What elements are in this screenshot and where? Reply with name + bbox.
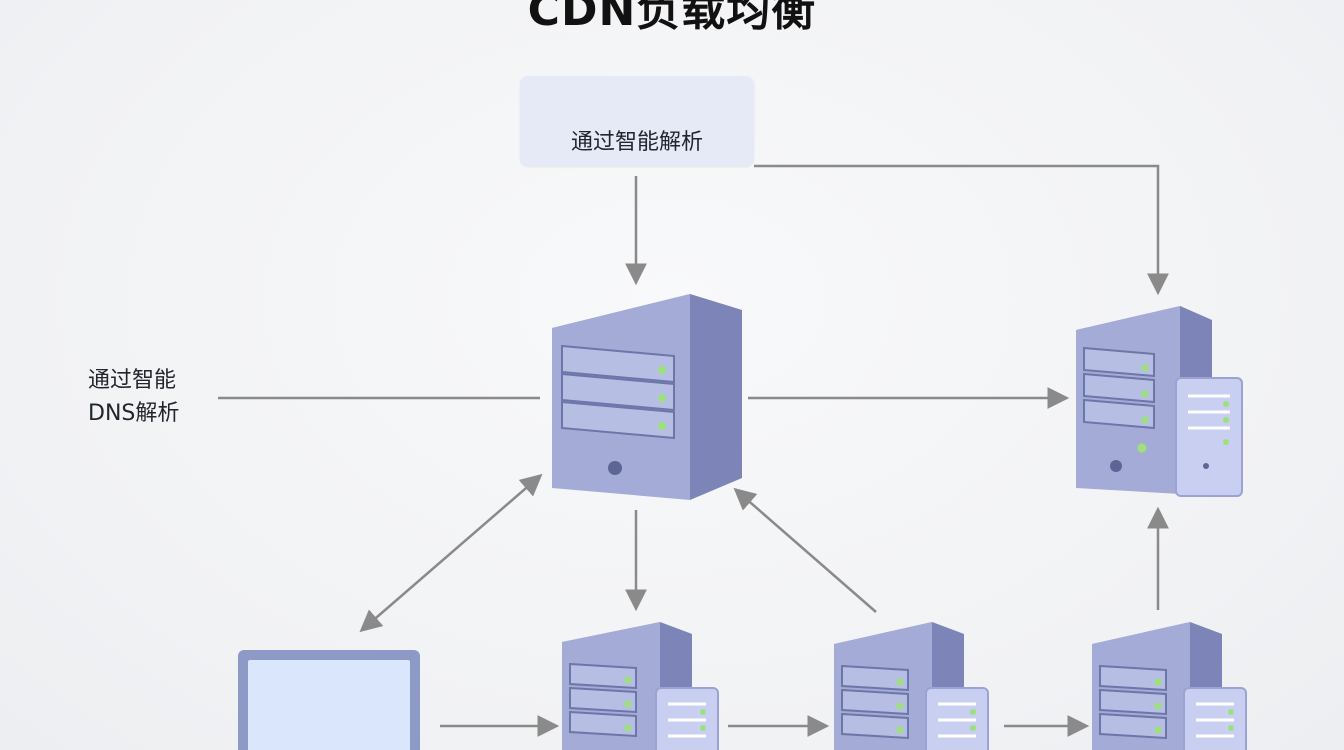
connector-arrows xyxy=(218,164,1169,737)
bottom-server-2 xyxy=(834,622,989,750)
arrow-label-to-right-server xyxy=(754,164,1169,296)
smart-dns-label: 通过智能 DNS解析 xyxy=(88,364,228,430)
smart-resolution-box: 通过智能解析 xyxy=(520,76,754,166)
diagram-title: CDN负载均衡 xyxy=(527,0,817,36)
smart-dns-label-line2: DNS解析 xyxy=(88,401,180,426)
bottom-server-1 xyxy=(562,622,719,750)
bottom-server-3 xyxy=(1092,622,1247,750)
arrow-client-central xyxy=(359,473,543,633)
client-monitor xyxy=(238,650,420,750)
central-server xyxy=(552,294,742,500)
arrow-bottom2-to-central xyxy=(733,487,877,613)
smart-resolution-label: 通过智能解析 xyxy=(570,130,703,155)
smart-dns-label-line1: 通过智能 xyxy=(88,368,177,393)
right-server xyxy=(1076,306,1243,497)
